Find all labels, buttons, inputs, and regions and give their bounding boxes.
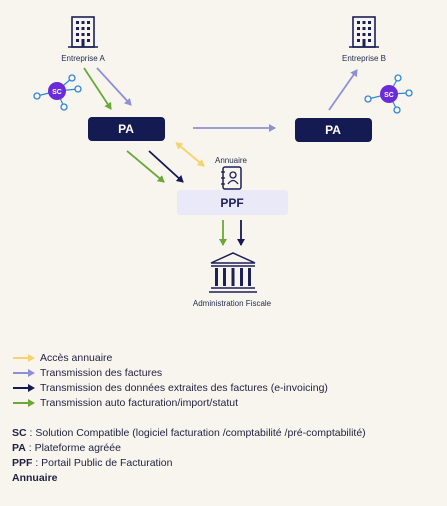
pa-left-box — [88, 117, 165, 141]
sc-network-icon-right: SC — [364, 74, 413, 114]
pa-left-label: PA — [118, 122, 134, 136]
definition-annuaire: Annuaire — [12, 471, 444, 486]
navy-arrow-icon — [13, 383, 35, 392]
sc-network-icon-left: SC — [33, 74, 82, 111]
arrow-lavender-a-to-pa — [96, 67, 132, 106]
legend: Accès annuaire Transmission des factures… — [12, 350, 442, 410]
legend-item-annuaire: Accès annuaire — [12, 350, 442, 365]
legend-label: Transmission des factures — [40, 366, 163, 379]
definition-abbr: PPF — [12, 457, 33, 469]
lavender-arrow-icon — [13, 368, 35, 377]
definition-sc: SC : Solution Compatible (logiciel factu… — [12, 426, 444, 441]
legend-item-auto-facturation: Transmission auto facturation/import/sta… — [12, 395, 442, 410]
definition-text: : Solution Compatible (logiciel facturat… — [26, 427, 366, 439]
green-arrow-icon — [13, 398, 35, 407]
arrow-green-a-to-pa — [83, 67, 112, 110]
definition-text: : Plateforme agréée — [25, 442, 121, 454]
ppf-label: PPF — [220, 196, 243, 210]
arrow-lavender-pa-to-b — [328, 69, 358, 111]
definition-text: : Portail Public de Facturation — [32, 457, 173, 469]
arrow-navy-pa-to-ppf — [148, 150, 184, 183]
sc-badge-right-label: SC — [384, 92, 394, 99]
building-icon-entreprise-a — [68, 16, 98, 48]
sc-badge-left-label: SC — [52, 89, 62, 96]
pa-right-label: PA — [325, 123, 341, 137]
administration-fiscale-label: Administration Fiscale — [193, 299, 272, 308]
definition-pa: PA : Plateforme agréée — [12, 441, 444, 456]
definition-abbr: SC — [12, 427, 27, 439]
definition-abbr: Annuaire — [12, 472, 58, 484]
entreprise-a-label: Entreprise A — [61, 54, 105, 63]
arrow-yellow-annuaire-access — [175, 142, 205, 167]
pa-right-box — [295, 118, 372, 142]
definition-abbr: PA — [12, 442, 26, 454]
entreprise-b-label: Entreprise B — [342, 54, 386, 63]
arrow-green-pa-to-ppf — [126, 150, 165, 183]
ppf-box — [177, 190, 288, 215]
legend-label: Accès annuaire — [40, 351, 113, 364]
legend-label: Transmission auto facturation/import/sta… — [40, 396, 239, 409]
definitions-list: SC : Solution Compatible (logiciel factu… — [12, 426, 444, 486]
definition-ppf: PPF : Portail Public de Facturation — [12, 456, 444, 471]
address-book-icon — [221, 166, 242, 190]
yellow-arrow-icon — [13, 353, 35, 362]
legend-item-factures: Transmission des factures — [12, 365, 442, 380]
annuaire-label: Annuaire — [215, 156, 248, 165]
government-building-icon — [209, 252, 257, 293]
building-icon-entreprise-b — [349, 16, 379, 48]
legend-item-e-invoicing: Transmission des données extraites des f… — [12, 380, 442, 395]
legend-label: Transmission des données extraites des f… — [40, 381, 328, 394]
